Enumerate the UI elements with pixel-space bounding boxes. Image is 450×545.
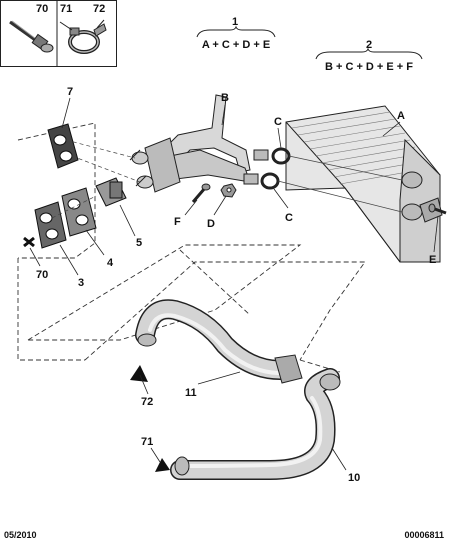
parts-legend-box: 70 71 72 bbox=[0, 0, 117, 67]
callout-70: 70 bbox=[36, 269, 48, 281]
callout-B: B bbox=[221, 92, 229, 104]
heater-radiator bbox=[285, 105, 443, 263]
callout-C-upper: C bbox=[274, 116, 282, 128]
callout-7: 7 bbox=[67, 86, 73, 98]
kit-2-formula: 2 B + C + D + E + F bbox=[315, 39, 423, 73]
gasket-4 bbox=[61, 187, 97, 237]
callout-E: E bbox=[429, 254, 436, 266]
clip-70 bbox=[23, 236, 35, 248]
hose-clamp-icon bbox=[59, 19, 107, 54]
hose-10 bbox=[170, 368, 341, 481]
connector-5 bbox=[95, 177, 127, 207]
callout-D: D bbox=[207, 218, 215, 230]
legend-label-70: 70 bbox=[36, 3, 48, 15]
kit-2-number: 2 bbox=[366, 39, 372, 51]
callout-10: 10 bbox=[348, 472, 360, 484]
screw-icon bbox=[9, 20, 54, 53]
arrow-marker-71 bbox=[155, 458, 170, 472]
callout-11: 11 bbox=[185, 387, 197, 399]
gasket-3 bbox=[34, 201, 67, 249]
footer-date: 05/2010 bbox=[4, 530, 37, 540]
callout-A: A bbox=[397, 110, 405, 122]
arrow-marker-72 bbox=[130, 365, 148, 382]
legend-label-71: 71 bbox=[60, 3, 72, 15]
callout-C-lower: C bbox=[285, 212, 293, 224]
nut-D bbox=[220, 183, 237, 198]
callout-3: 3 bbox=[78, 277, 84, 289]
screw-E bbox=[428, 203, 447, 215]
legend-label-72: 72 bbox=[93, 3, 105, 15]
kit-1-formula-text: A + C + D + E bbox=[202, 39, 270, 51]
kit-1-formula: 1 A + C + D + E bbox=[196, 16, 276, 51]
kit-2-formula-text: B + C + D + E + F bbox=[325, 61, 413, 73]
o-ring-lower bbox=[260, 172, 280, 190]
callout-5: 5 bbox=[136, 237, 142, 249]
footer-reference: 00006811 bbox=[404, 530, 444, 540]
screw-F bbox=[191, 183, 211, 203]
pipe-assembly bbox=[129, 94, 269, 193]
kit-1-number: 1 bbox=[232, 16, 238, 28]
gasket-7 bbox=[47, 123, 79, 169]
callout-4: 4 bbox=[107, 257, 114, 269]
hose-11 bbox=[135, 299, 303, 384]
callout-72: 72 bbox=[141, 396, 153, 408]
callout-F: F bbox=[174, 216, 181, 228]
callout-71: 71 bbox=[141, 436, 153, 448]
